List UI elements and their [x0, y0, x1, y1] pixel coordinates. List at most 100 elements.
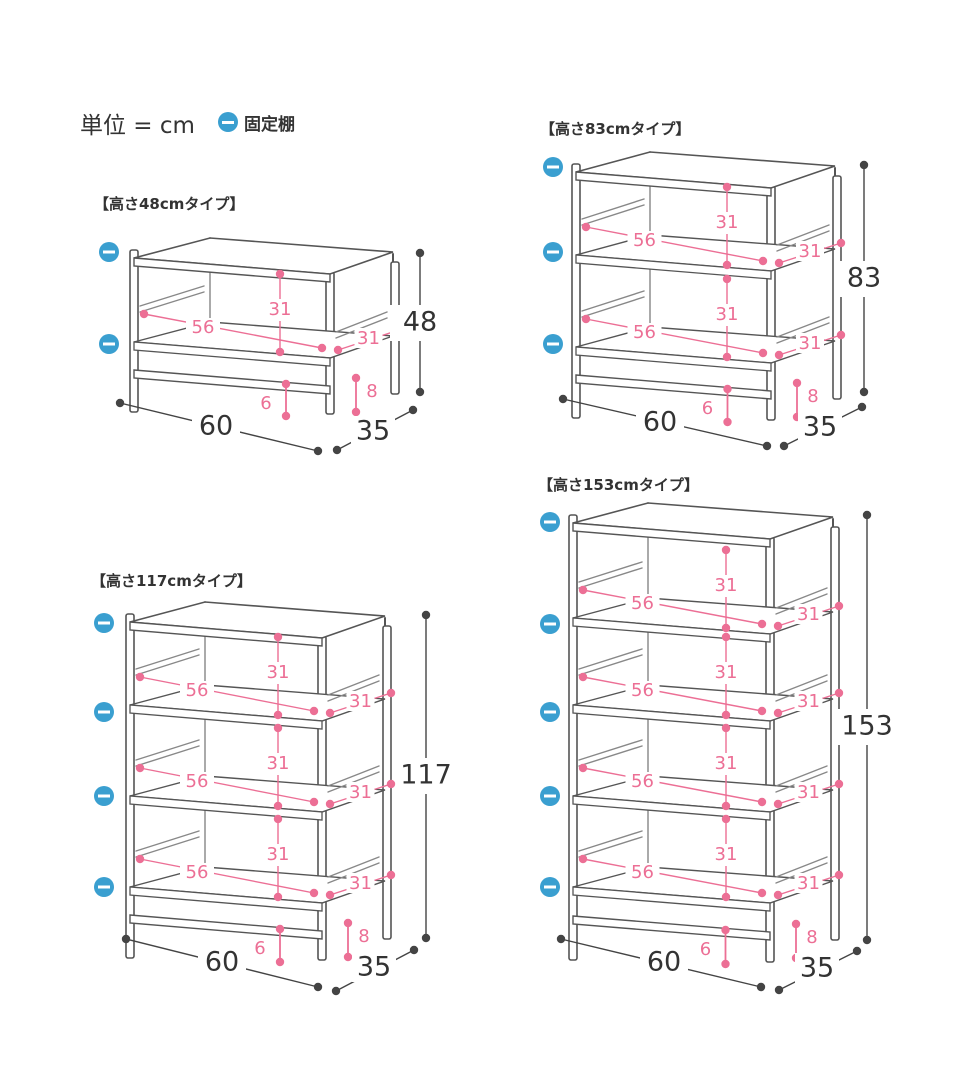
- side-rail: [775, 674, 828, 696]
- height-dim-dot: [859, 160, 869, 170]
- side-rail: [135, 830, 200, 852]
- inner-width-dot: [135, 763, 145, 773]
- side-rail: [578, 561, 643, 583]
- side-rail: [335, 311, 388, 333]
- side-rail: [578, 836, 643, 858]
- side-rail: [327, 674, 380, 696]
- inner-width-dot: [135, 672, 145, 682]
- depth-dim-label: 35: [803, 412, 837, 443]
- fixed-shelf-icon-bar: [547, 250, 559, 254]
- unit-title-117: 【高さ117cmタイプ】: [91, 572, 252, 590]
- height-dim-label: 83: [847, 263, 881, 294]
- inner-width-dot: [578, 763, 588, 773]
- label-bg: [837, 709, 897, 745]
- shelf-board-edge: [572, 795, 771, 821]
- section-height-dot: [721, 545, 731, 555]
- side-rail: [135, 836, 200, 858]
- fixed-shelf-icon-bar: [98, 621, 110, 625]
- label-bg: [712, 844, 740, 866]
- side-rail: [776, 224, 830, 246]
- inner-width-dot: [139, 309, 149, 319]
- width-dim-label: 60: [205, 947, 239, 978]
- inner-width-dot: [578, 854, 588, 864]
- label-bg: [794, 873, 823, 893]
- label-bg: [186, 318, 220, 340]
- inner-width-label: 56: [631, 593, 654, 614]
- depth-dim-label: 35: [800, 953, 834, 984]
- label-bg: [712, 662, 740, 684]
- label-bg: [354, 328, 383, 348]
- unit-label: 単位 = cm: [80, 113, 195, 139]
- fixed-shelf-icon-bar: [103, 250, 115, 254]
- inner-depth-dot: [386, 779, 396, 789]
- floor-clearance-dot: [721, 959, 730, 969]
- fixed-shelf-icon-bar: [544, 520, 556, 524]
- label-bg: [794, 782, 823, 802]
- label-bg: [396, 758, 456, 794]
- width-dim-label: 60: [643, 407, 677, 438]
- inner-depth-dot: [773, 799, 783, 809]
- section-height-dot: [275, 269, 285, 279]
- inner-width-label: 56: [186, 680, 209, 701]
- side-rail: [775, 765, 828, 787]
- floor-clearance-dot: [723, 384, 732, 394]
- height-dim-dot: [421, 933, 431, 943]
- section-height-dot: [721, 892, 731, 902]
- inner-depth-dot: [773, 621, 783, 631]
- depth-dim-dot: [774, 985, 784, 995]
- label-bg: [794, 691, 823, 711]
- inner-width-line: [585, 226, 764, 262]
- unit-title-153: 【高さ153cmタイプ】: [538, 476, 699, 494]
- side-rail: [578, 648, 643, 670]
- inner-depth-dot: [774, 350, 784, 360]
- label-bg: [264, 753, 292, 775]
- label-bg: [627, 323, 662, 345]
- fixed-shelf-icon-bar: [547, 342, 559, 346]
- inner-width-line: [582, 589, 763, 625]
- inner-depth-dot: [834, 779, 844, 789]
- fixed-shelf-icon-bar: [544, 794, 556, 798]
- floor-clearance-dot: [275, 957, 285, 967]
- inner-depth-label: 31: [799, 241, 822, 262]
- section-height-label: 31: [715, 662, 738, 683]
- fixed-shelf-icon-bar: [547, 165, 559, 169]
- leg-height-dot: [343, 952, 353, 962]
- side-rail: [578, 567, 643, 589]
- inner-width-dot: [578, 672, 588, 682]
- inner-width-label: 56: [631, 862, 654, 883]
- section-height-dot: [721, 710, 731, 720]
- leg-height-dot: [351, 407, 361, 417]
- label-bg: [346, 782, 375, 802]
- inner-width-dot: [757, 797, 767, 807]
- inner-width-dot: [757, 619, 767, 629]
- inner-depth-dot: [386, 688, 396, 698]
- fixed-shelf-icon-bar: [544, 885, 556, 889]
- section-height-label: 31: [267, 662, 290, 683]
- front-post-left: [125, 613, 135, 959]
- side-rail: [135, 648, 200, 670]
- unit-title-83: 【高さ83cmタイプ】: [540, 120, 691, 138]
- section-height-dot: [721, 814, 731, 824]
- section-height-dot: [721, 801, 731, 811]
- inner-width-dot: [757, 888, 767, 898]
- inner-width-label: 56: [633, 230, 656, 251]
- side-rail: [135, 739, 200, 761]
- label-bg: [713, 212, 741, 234]
- fixed-shelf-icon-bar: [103, 342, 115, 346]
- leg-height-dot: [343, 918, 353, 928]
- height-dim-dot: [415, 387, 425, 397]
- width-dim-label: 60: [199, 411, 233, 442]
- side-rail: [139, 285, 205, 307]
- inner-width-dot: [757, 706, 767, 716]
- inner-width-line: [139, 676, 315, 712]
- width-dim-dot: [558, 394, 568, 404]
- width-dim-dot: [556, 934, 566, 944]
- inner-width-line: [582, 676, 763, 712]
- width-dim-dot: [313, 982, 323, 992]
- section-height-dot: [722, 182, 732, 192]
- section-height-dot: [721, 632, 731, 642]
- section-height-label: 31: [269, 299, 292, 320]
- label-bg: [795, 953, 839, 983]
- shelf-board-edge: [129, 886, 323, 912]
